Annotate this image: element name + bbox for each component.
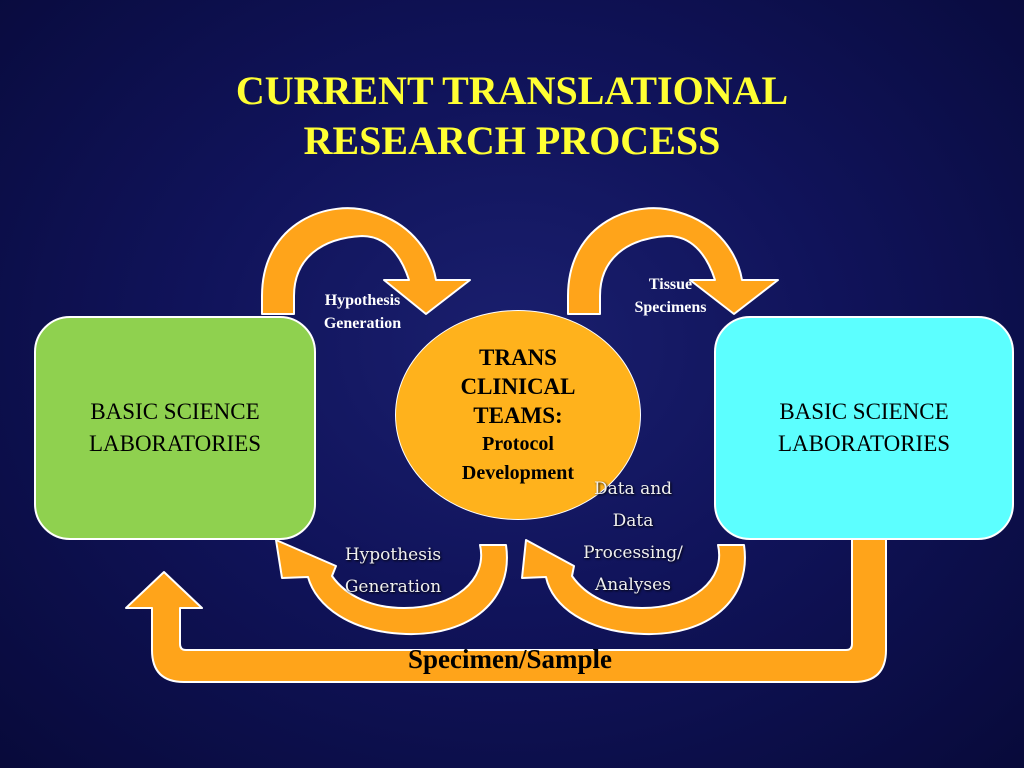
trans-clinical-teams-oval: TRANS CLINICAL TEAMS: Protocol Developme… (395, 310, 641, 520)
label-bottom-left-line-2: Generation (344, 577, 442, 597)
title-line-2: RESEARCH PROCESS (303, 118, 721, 163)
label-tissue-specimens: Tissue Specimens (608, 273, 733, 319)
center-line-5: Development (461, 461, 575, 484)
label-bottom-right-line-3: Processing/ (583, 543, 683, 563)
left-box-line-1: BASIC SCIENCE (90, 399, 260, 424)
center-line-2: CLINICAL (460, 373, 576, 399)
basic-science-lab-left: BASIC SCIENCE LABORATORIES (34, 316, 316, 540)
left-box-line-2: LABORATORIES (88, 431, 262, 456)
center-line-1: TRANS (479, 344, 557, 370)
label-top-left-line-1: Hypothesis (324, 292, 401, 309)
center-line-3: TEAMS: (473, 402, 563, 428)
arrow-top-left (261, 207, 471, 315)
center-line-4: Protocol (482, 432, 554, 455)
title-line-1: CURRENT TRANSLATIONAL (235, 68, 789, 113)
slide-title: CURRENT TRANSLATIONAL RESEARCH PROCESS (0, 66, 1024, 166)
label-bottom-right-line-2: Data (612, 511, 654, 531)
label-specimen-sample: Specimen/Sample (407, 644, 612, 674)
label-bottom-left-line-1: Hypothesis (344, 545, 442, 565)
label-top-right-line-1: Tissue (648, 276, 693, 293)
label-top-left-line-2: Generation (323, 315, 402, 332)
label-hypothesis-generation-bottom: Hypothesis Generation (318, 539, 468, 603)
label-bottom-right-line-1: Data and (593, 479, 673, 499)
arrow-bottom-right (521, 539, 746, 636)
arrow-bottom-left (275, 539, 508, 636)
label-data-processing: Data and Data Processing/ Analyses (562, 473, 704, 601)
label-top-right-line-2: Specimens (634, 299, 707, 316)
label-bottom-right-line-4: Analyses (595, 575, 671, 595)
right-box-line-2: LABORATORIES (777, 431, 951, 456)
arrow-top-right (567, 207, 779, 315)
arrow-specimen-loop-body (125, 536, 887, 683)
label-hypothesis-generation-top: Hypothesis Generation (300, 289, 425, 335)
basic-science-lab-right: BASIC SCIENCE LABORATORIES (714, 316, 1014, 540)
right-box-line-1: BASIC SCIENCE (779, 399, 949, 424)
